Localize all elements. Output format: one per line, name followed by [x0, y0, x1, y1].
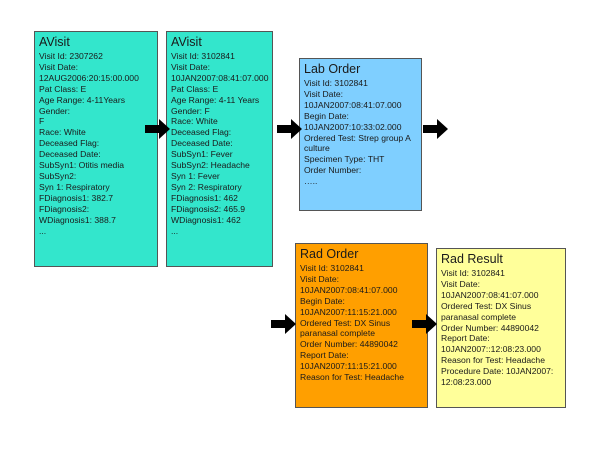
field-row: SubSyn1: Fever: [171, 149, 233, 160]
field-row: Age Range: 4-11 Years: [171, 94, 260, 105]
field-row: Race: White: [39, 127, 86, 138]
field-row: Visit Id: 3102841: [171, 51, 235, 61]
field-row: Pat Class: E: [171, 83, 219, 94]
field-row: WDiagnosis1: 388.7: [39, 214, 116, 225]
box-title: Rad Result: [441, 252, 503, 266]
arrow-right-icon: [423, 119, 448, 139]
field-row: …..: [304, 176, 318, 187]
field-row: 10JAN2007:11:15:21.000: [300, 306, 397, 317]
field-row: Reason for Test: Headache: [300, 372, 404, 383]
field-row: FDiagnosis2: 465.9: [171, 203, 246, 214]
field-row: Deceased Flag:: [171, 127, 232, 138]
field-row: Order Number: 44890042: [441, 322, 539, 333]
field-row: Visit Date:: [441, 278, 481, 289]
field-row: 10JAN2007:10:33:02.000: [304, 121, 402, 132]
field-row: Visit Date:: [171, 61, 211, 72]
field-row: 10JAN2007:11:15:21.000: [300, 361, 397, 372]
field-row: FDiagnosis2:: [39, 203, 90, 214]
field-row: Visit Date:: [39, 61, 79, 72]
field-row: Visit Id: 3102841: [441, 268, 505, 278]
arrow-shape: [412, 314, 437, 334]
field-row: Ordered Test: DX Sinus: [300, 317, 391, 328]
field-row: 10JAN2007:08:41:07.000: [441, 289, 539, 300]
field-row: Visit Id: 2307262: [39, 51, 103, 61]
field-row: Gender: F: [171, 105, 210, 116]
field-row: Order Number:: [304, 165, 362, 176]
box-title: Rad Order: [300, 247, 359, 261]
field-row: Ordered Test: Strep group A: [304, 132, 411, 143]
field-row: 10JAN2007:08:41:07.000: [304, 99, 402, 110]
field-row: ...: [171, 225, 179, 236]
field-row: Age Range: 4-11Years Gender:: [39, 94, 128, 116]
field-row: Deceased Date:: [39, 149, 101, 160]
box-title: AVisit: [39, 35, 70, 49]
field-row: Visit Date:: [304, 88, 344, 99]
arrow-shape: [145, 119, 170, 139]
field-row: Report Date:: [300, 350, 349, 361]
arrow-shape: [271, 314, 296, 334]
field-row: paranasal complete: [300, 328, 376, 339]
field-row: 10JAN2007::12:08:23.000: [441, 344, 541, 355]
field-row: Begin Date:: [300, 295, 345, 306]
field-row: Reason for Test: Headache: [441, 355, 545, 366]
field-row: Specimen Type: THT: [304, 154, 385, 165]
field-row: Visit Id: 3102841: [304, 78, 368, 88]
field-row: Visit Date:: [300, 273, 340, 284]
field-row: paranasal complete: [441, 311, 517, 322]
field-row: Pat Class: E: [39, 83, 87, 94]
field-row: SubSyn2:: [39, 170, 77, 181]
field-row: Syn 1: Fever: [171, 170, 220, 181]
field-row: FDiagnosis1: 382.7: [39, 192, 114, 203]
field-row: FDiagnosis1: 462: [171, 192, 238, 203]
field-row: Syn 2: Respiratory: [171, 181, 242, 192]
field-row: 12AUG2006:20:15:00.000: [39, 72, 139, 83]
field-row: ...: [39, 225, 47, 236]
arrow-right-icon: [145, 119, 170, 139]
arrow-right-icon: [277, 119, 302, 139]
field-row: SubSyn2: Headache: [171, 160, 250, 171]
field-row: Syn 1: Respiratory: [39, 181, 110, 192]
box-title: Lab Order: [304, 62, 361, 76]
arrow-shape: [423, 119, 448, 139]
field-row: F: [39, 116, 45, 127]
field-row: Ordered Test: DX Sinus: [441, 300, 532, 311]
field-row: Deceased Date:: [171, 138, 233, 149]
arrow-right-icon: [412, 314, 437, 334]
box-title: AVisit: [171, 35, 202, 49]
field-row: SubSyn1: Otitis media: [39, 160, 125, 171]
field-row: 12:08:23.000: [441, 377, 492, 388]
field-row: culture: [304, 143, 330, 154]
field-row: WDiagnosis1: 462: [171, 214, 241, 225]
field-row: 10JAN2007:08:41:07.000: [171, 72, 269, 83]
field-row: Begin Date:: [304, 110, 349, 121]
field-row: Procedure Date: 10JAN2007:: [441, 366, 554, 377]
field-row: Deceased Flag:: [39, 138, 100, 149]
arrow-shape: [277, 119, 302, 139]
field-row: Race: White: [171, 116, 218, 127]
arrow-right-icon: [271, 314, 296, 334]
field-row: Report Date:: [441, 333, 490, 344]
field-row: 10JAN2007:08:41:07.000: [300, 284, 398, 295]
field-row: Visit Id: 3102841: [300, 263, 364, 273]
field-row: Order Number: 44890042: [300, 339, 398, 350]
